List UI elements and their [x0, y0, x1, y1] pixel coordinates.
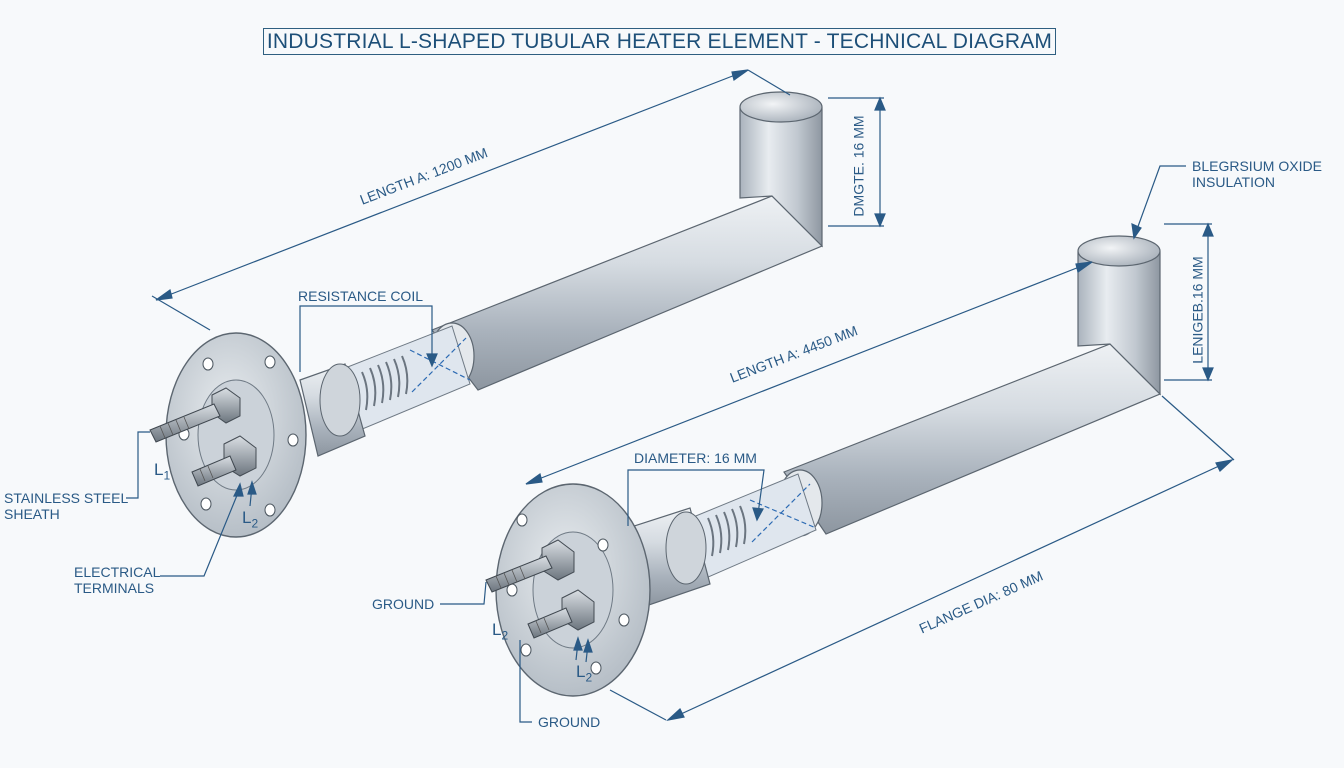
terminal-l1-top-sub: 1 [163, 468, 171, 483]
flange-holes-bottom [506, 513, 630, 675]
label-stainless-steel-sheath: STAINLESS STEEL SHEATH [4, 490, 129, 522]
label-ground-1: GROUND [372, 596, 435, 612]
label-ground-2: GROUND [538, 714, 601, 730]
label-dimension-top-vertical: DMGTE. 16 MM [850, 115, 867, 217]
terminal-label-l2-top: L2 [242, 508, 259, 531]
resistance-coil-top [361, 355, 409, 411]
terminal-l2-bottom-sub: 2 [585, 670, 593, 685]
terminal-label-l2-bottom-left: L2 [492, 620, 509, 643]
riser-cap-bottom [1077, 235, 1161, 267]
label-diameter: DIAMETER: 16 MM [634, 450, 757, 466]
dimension-lines [126, 69, 1235, 723]
sheath-tube-bottom [783, 343, 1162, 535]
coil-core-bottom [685, 473, 817, 579]
terminal-l2-bottom-left-sub: 2 [501, 628, 509, 643]
riser-cap-top [739, 91, 823, 123]
label-resistance-coil: RESISTANCE COIL [298, 288, 423, 304]
terminal-l2-bottom-left-letter: L [492, 620, 502, 639]
label-electrical-terminals: ELECTRICAL TERMINALS [74, 564, 161, 596]
label-length-b-vertical: LENIGEB.16 MM [1189, 256, 1206, 364]
flange-holes-top [178, 355, 299, 517]
terminal-label-l1-top: L1 [154, 460, 171, 483]
terminal-l2-top-letter: L [242, 508, 252, 527]
terminal-l2-bottom-letter: L [576, 662, 586, 681]
resistance-coil-bottom [707, 505, 747, 557]
terminal-label-l2-bottom: L2 [576, 662, 593, 685]
heater-bottom [485, 235, 1162, 697]
terminal-l2-top-sub: 2 [251, 516, 259, 531]
label-insulation: BLEGRSIUM OXIDE INSULATION [1192, 158, 1322, 190]
terminal-bolts-top [149, 403, 237, 487]
diagram-title: INDUSTRIAL L-SHAPED TUBULAR HEATER ELEME… [263, 28, 1056, 55]
terminal-bolts-bottom [485, 555, 573, 639]
terminal-l1-top-letter: L [154, 460, 164, 479]
heater-top [149, 91, 824, 538]
